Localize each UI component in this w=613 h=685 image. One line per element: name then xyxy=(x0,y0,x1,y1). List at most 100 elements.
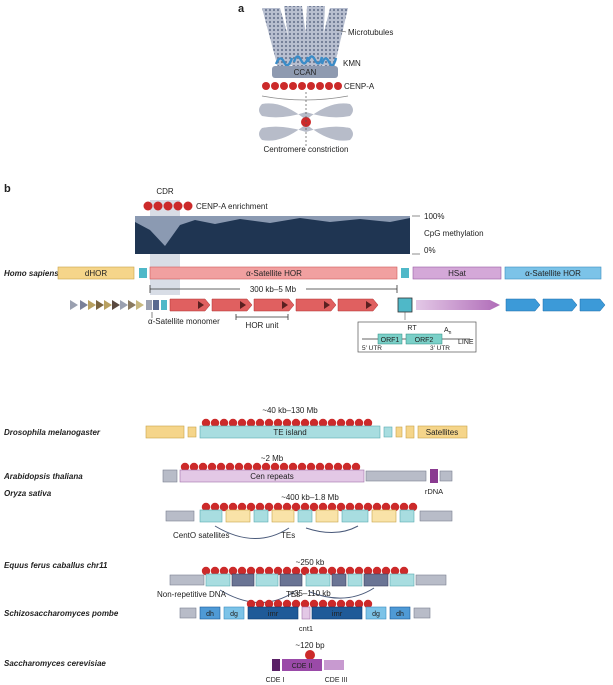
methylation-track xyxy=(135,216,410,254)
satellites-label: Satellites xyxy=(426,428,458,437)
pombe-imr-label: imr xyxy=(268,609,279,618)
cenp-a-beads-pombe xyxy=(246,599,373,609)
microtubules-label: Microtubules xyxy=(348,28,393,37)
arabidopsis-species: Arabidopsis thaliana xyxy=(3,472,83,481)
cenp-a-label-a: CENP-A xyxy=(344,82,375,91)
pombe-dg2-label: dg xyxy=(372,611,380,618)
cenp-a-beads-oryza xyxy=(201,502,418,512)
pct-low: 0% xyxy=(424,246,436,255)
rdna-label: rDNA xyxy=(425,487,443,496)
oryza-tes-label: TEs xyxy=(281,531,295,540)
cenp-a-bead-cerevisiae xyxy=(305,650,315,660)
blue-arrays xyxy=(505,298,606,312)
human-size: 300 kb–5 Mb xyxy=(250,285,297,294)
cenp-a-beads-a xyxy=(262,82,342,90)
line-label: LINE xyxy=(458,339,474,346)
cen-label: Cen repeats xyxy=(250,472,294,481)
pombe-section: ~35–110 kb Schizosaccharomyces pombe dh … xyxy=(4,589,431,633)
cde3-block xyxy=(324,660,344,670)
arabidopsis-size: ~2 Mb xyxy=(261,454,284,463)
enrichment-label: CENP-A enrichment xyxy=(196,202,268,211)
oryza-size: ~400 kb–1.8 Mb xyxy=(281,493,339,502)
human-species: Homo sapiens xyxy=(4,269,59,278)
drosophila-species: Drosophila melanogaster xyxy=(4,428,101,437)
rdna-block xyxy=(430,469,438,483)
chromosome-graphic xyxy=(259,103,353,141)
hor-arrays xyxy=(169,298,379,312)
pct-high: 100% xyxy=(424,212,444,221)
alpha-hor2-label: α-Satellite HOR xyxy=(525,269,581,278)
ccan-label: CCAN xyxy=(294,68,317,77)
pombe-track xyxy=(179,606,431,620)
ccan-box xyxy=(272,66,338,78)
arabidopsis-section: ~2 Mb Arabidopsis thaliana Cen repeats r… xyxy=(3,454,453,496)
cerevisiae-section: ~120 bp Saccharomyces cerevisiae CDE II … xyxy=(4,641,347,684)
cenp-a-beads-human xyxy=(143,201,193,211)
equus-size: ~250 kb xyxy=(296,558,325,567)
kmn-complex xyxy=(274,55,338,67)
cenp-a-beads-drosophila xyxy=(201,418,373,428)
nonrep-label: Non-repetitive DNA xyxy=(157,590,227,599)
alpha-hor-segment xyxy=(149,266,398,280)
oryza-section: ~400 kb–1.8 Mb Oryza sativa CentO satell… xyxy=(4,489,453,540)
human-section: CDR CENP-A enrichment 100% CpG methylati… xyxy=(4,187,606,353)
dhor-label: dHOR xyxy=(85,269,107,278)
alpha-hor2-segment xyxy=(504,266,602,280)
cerevisiae-species: Saccharomyces cerevisiae xyxy=(4,659,106,668)
hor-unit-label: HOR unit xyxy=(246,321,280,330)
line-detail: RT An ORF1 ORF2 5′ UTR 3′ UTR LINE xyxy=(357,312,477,353)
pombe-dg-label: dg xyxy=(230,611,238,618)
panel-a: a CCAN Microtubules KMN CENP xyxy=(238,3,393,154)
teal-block-2 xyxy=(401,268,409,278)
cento-label: CentO satellites xyxy=(173,531,229,540)
drosophila-section: ~40 kb–130 Mb Drosophila melanogaster TE… xyxy=(4,406,468,439)
cde3-label: CDE III xyxy=(325,677,348,684)
cde2-label: CDE II xyxy=(292,663,313,670)
dhor-segment xyxy=(57,266,135,280)
oryza-track xyxy=(165,509,453,523)
pombe-imr2-label: imr xyxy=(332,609,343,618)
microtubules-graphic xyxy=(262,6,348,68)
utr5-label: 5′ UTR xyxy=(362,345,382,352)
cnt1-label: cnt1 xyxy=(299,624,313,633)
constriction-label: Centromere constriction xyxy=(264,145,349,154)
cenp-a-beads-equus xyxy=(201,566,409,576)
cde2-block xyxy=(282,659,322,671)
te-island-label: TE island xyxy=(273,428,306,437)
an-label: An xyxy=(444,327,452,336)
monomer-array xyxy=(70,300,167,310)
cde1-label: CDE I xyxy=(266,677,285,684)
hsat-label: HSat xyxy=(448,269,467,278)
pombe-dh2-label: dh xyxy=(396,611,404,618)
cdr-label: CDR xyxy=(156,187,174,196)
hor-inner-marks xyxy=(198,301,372,309)
cpg-label: CpG methylation xyxy=(424,229,484,238)
monomer-label: α-Satellite monomer xyxy=(148,317,220,326)
orf2-label: ORF2 xyxy=(415,337,434,344)
equus-section: ~250 kb Equus ferus caballus chr11 Non-r… xyxy=(4,558,447,603)
te-island-segment xyxy=(199,425,381,439)
alpha-hor-label: α-Satellite HOR xyxy=(246,269,302,278)
drosophila-size: ~40 kb–130 Mb xyxy=(262,406,318,415)
cerevisiae-size: ~120 bp xyxy=(295,641,325,650)
hsat-array xyxy=(416,300,500,310)
panel-a-letter: a xyxy=(238,3,245,15)
cenp-a-beads-arabidopsis xyxy=(180,462,361,472)
cde1-block xyxy=(272,659,280,671)
equus-tes-label: TEs xyxy=(286,590,300,599)
oryza-species: Oryza sativa xyxy=(4,489,52,498)
kmn-label: KMN xyxy=(343,59,361,68)
utr3-label: 3′ UTR xyxy=(430,345,450,352)
pombe-dh-label: dh xyxy=(206,611,214,618)
equus-track xyxy=(169,573,447,587)
hsat-segment xyxy=(412,266,502,280)
pombe-size: ~35–110 kb xyxy=(289,589,331,598)
equus-species: Equus ferus caballus chr11 xyxy=(4,561,108,570)
orf1-label: ORF1 xyxy=(381,337,400,344)
panel-b-letter: b xyxy=(4,183,11,195)
cen-repeats-segment xyxy=(179,469,365,483)
line-element-box xyxy=(397,297,413,313)
pombe-species: Schizosaccharomyces pombe xyxy=(4,609,119,618)
teal-block xyxy=(139,268,147,278)
